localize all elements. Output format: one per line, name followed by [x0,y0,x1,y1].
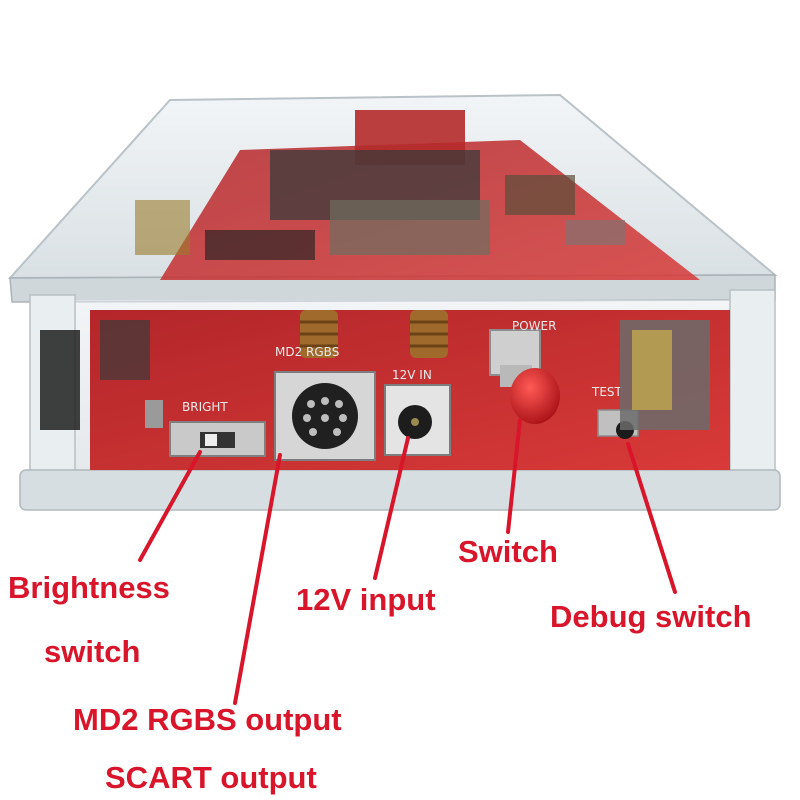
callout-lines [138,418,677,705]
brightness-switch [145,400,266,457]
callout-12v-input: 12V input [296,582,436,617]
callout-brightness-line2: switch [44,634,141,669]
pcb-board-top [135,110,700,280]
panel-label-12v-in: 12V IN [392,368,432,382]
db15-connector [620,320,710,430]
panel-label-bright: BRIGHT [182,400,228,414]
panel-label-md2-rgbs: MD2 RGBS [275,345,339,359]
md2-rgbs-connector [274,371,376,461]
callout-switch: Switch [458,534,558,569]
inductor-coils [300,310,448,358]
panel-label-power: POWER [512,319,556,333]
panel-label-test: TEST [591,385,623,399]
callout-md2-rgbs-output: MD2 RGBS output [73,702,342,737]
power-switch [489,329,560,424]
callout-scart-output: SCART output [105,760,317,795]
callout-brightness-line1: Brightness [8,570,170,605]
callout-debug-switch: Debug switch [550,599,752,634]
dc-jack-12v [384,384,451,456]
